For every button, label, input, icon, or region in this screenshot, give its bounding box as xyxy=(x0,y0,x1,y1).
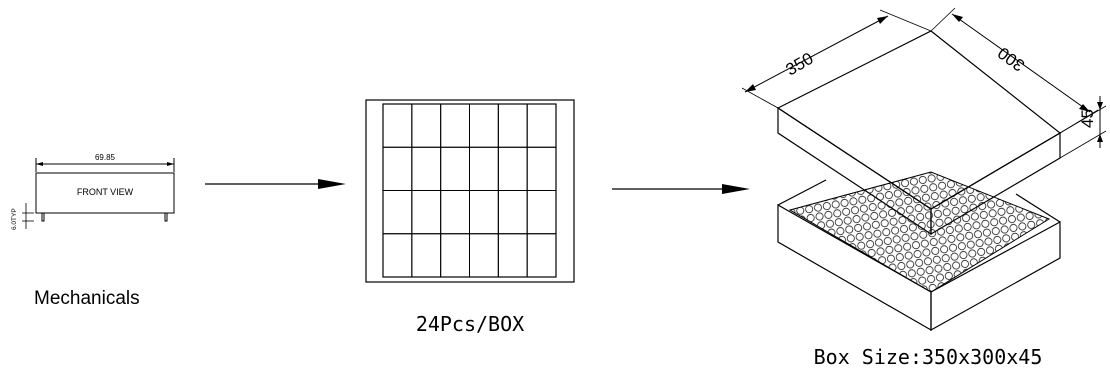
arrow-to-box xyxy=(612,184,750,194)
tray-cell xyxy=(469,190,499,235)
pin-dimension-label: 6.0TYP xyxy=(11,208,18,230)
tray-cell xyxy=(382,190,413,235)
mechanical-drawing: 69.85 FRONT VIEW 6.0TYP Mechanicals xyxy=(11,153,175,309)
tray-outer xyxy=(365,99,575,283)
dim-300-arrow-b xyxy=(1079,104,1090,112)
tray-cell xyxy=(469,233,499,278)
tray-cell xyxy=(469,146,499,191)
dim-45-arrow-b xyxy=(1097,134,1103,142)
dim-350-label: 350 xyxy=(783,49,817,80)
tray-cell xyxy=(382,233,413,278)
dim-350-line xyxy=(744,15,889,93)
width-dimension-label: 69.85 xyxy=(95,153,116,162)
tray-cell xyxy=(411,103,442,148)
tray-cell xyxy=(497,190,528,235)
arrow-head xyxy=(318,179,346,189)
tray-drawing: 24Pcs/BOX xyxy=(365,99,575,336)
dim-350-arrow-a xyxy=(745,84,756,92)
tray-cell xyxy=(382,146,413,191)
dim-45-ext-bottom xyxy=(1059,130,1107,159)
tray-cell xyxy=(440,190,471,235)
tray-cell xyxy=(497,146,528,191)
tray-cell xyxy=(440,146,471,191)
tray-cell xyxy=(469,103,499,148)
bottom-right-face xyxy=(930,220,1061,332)
pin-right xyxy=(164,212,168,222)
tray-cell xyxy=(411,146,442,191)
dim-300-ext-top xyxy=(930,7,956,32)
arrowhead-left xyxy=(36,162,43,166)
tray-cell xyxy=(440,233,471,278)
tray-cell xyxy=(526,146,557,191)
dim-350-ext-right xyxy=(879,9,932,32)
tray-cell xyxy=(497,233,528,278)
tray-cell xyxy=(526,233,557,278)
tray-cell xyxy=(411,190,442,235)
honeycomb-insert xyxy=(788,171,1051,293)
tray-grid-cells xyxy=(382,103,557,278)
arrowhead-right xyxy=(167,162,174,166)
arrow-head xyxy=(722,184,750,194)
dim-45-ext-top xyxy=(1059,105,1107,134)
tray-cell xyxy=(440,103,471,148)
tray-cell xyxy=(382,103,413,148)
dim-300-line xyxy=(951,13,1091,113)
tray-cell xyxy=(497,103,528,148)
tray-cell xyxy=(411,233,442,278)
mechanicals-caption: Mechanicals xyxy=(34,288,140,309)
bottom-rim-back-right xyxy=(1015,193,1061,223)
tray-caption: 24Pcs/BOX xyxy=(416,312,524,336)
front-view-label: FRONT VIEW xyxy=(77,187,134,197)
dim-45-arrow-a xyxy=(1097,102,1103,110)
dim-350-arrow-b xyxy=(877,16,888,24)
tray-cell xyxy=(526,190,557,235)
box-size-caption: Box Size:350x300x45 xyxy=(814,345,1043,369)
dim-300-arrow-a xyxy=(952,14,963,22)
bottom-rim-back-left xyxy=(777,179,827,206)
box-drawing: 350 300 45 Box Size:350x300x45 xyxy=(741,7,1107,369)
module-body xyxy=(35,172,175,214)
arrow-to-tray xyxy=(205,179,346,189)
dim-45-label: 45 xyxy=(1078,109,1097,128)
pin-left xyxy=(41,212,45,222)
tray-cell xyxy=(526,103,557,148)
